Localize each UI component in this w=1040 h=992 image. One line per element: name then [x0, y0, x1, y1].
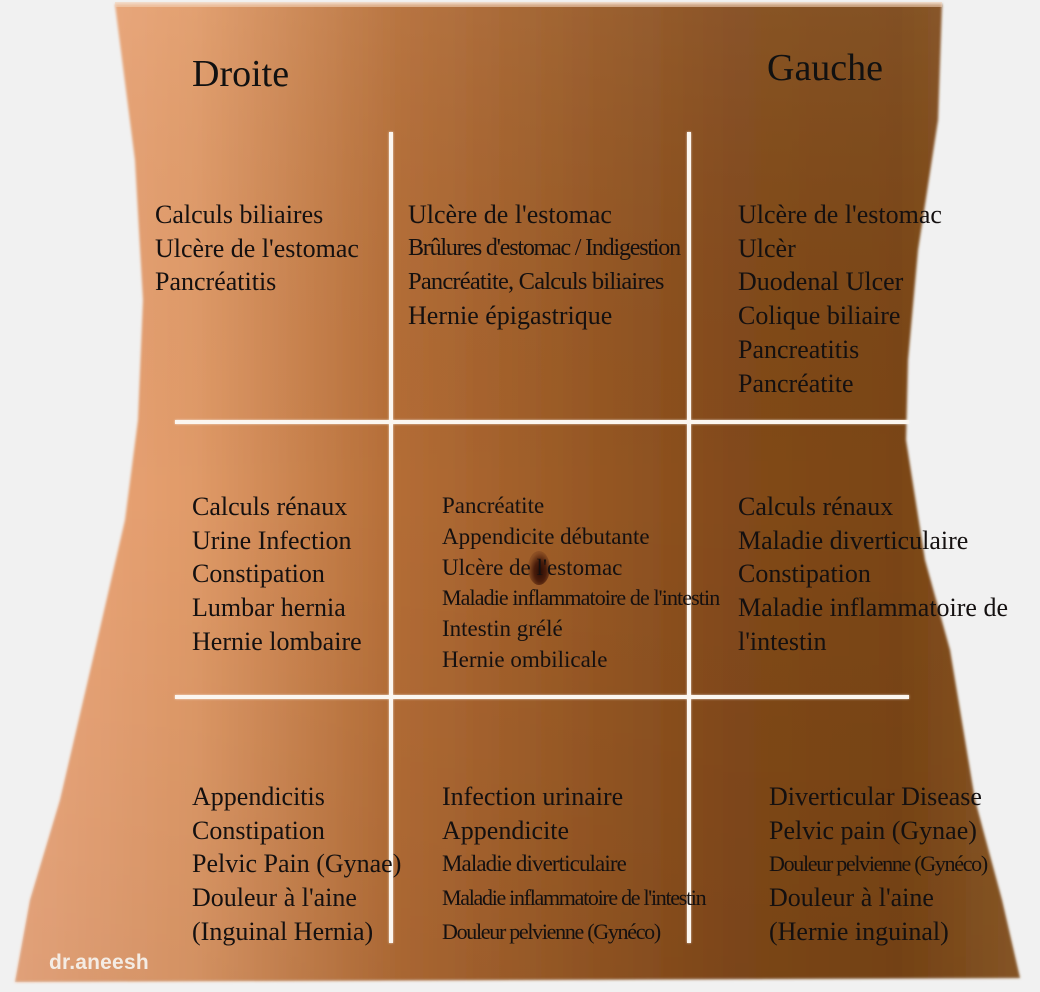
condition-label: Calculs rénaux [192, 492, 348, 521]
condition-label: Pancréatite, Calculs biliaires [408, 268, 664, 296]
condition-label: Douleur pelvienne (Gynéco) [442, 918, 661, 944]
condition-label: Hernie ombilicale [442, 646, 608, 672]
condition-label: Ulcèr [738, 233, 796, 263]
condition-label: Constipation [192, 815, 325, 845]
condition-label: Intestin grélé [442, 616, 563, 642]
condition-label: Appendicite débutante [442, 523, 650, 549]
side-label-right: Droite [192, 53, 290, 95]
condition-label: Calculs biliaires [155, 200, 324, 229]
condition-label: Pancreatitis [738, 334, 860, 364]
region-umbilical: Pancréatite Appendicite débutante Ulcère… [442, 491, 720, 676]
grid-line-horizontal-bottom [175, 695, 909, 699]
condition-label: Maladie inflammatoire de l'intestin [442, 885, 707, 911]
condition-label: Urine Infection [192, 525, 352, 555]
region-epigastric: Ulcère de l'estomac Brûlures d'estomac /… [408, 198, 681, 333]
side-label-left: Gauche [767, 47, 884, 89]
grid-line-horizontal-top [175, 420, 909, 424]
grid-line-vertical-right [687, 132, 691, 943]
condition-label: Appendicitis [192, 782, 325, 811]
condition-label: Douleur à l'aine [769, 883, 934, 913]
condition-label: (Inguinal Hernia) [192, 916, 374, 946]
condition-label: Maladie diverticulaire [738, 525, 969, 555]
condition-label: Constipation [192, 559, 325, 589]
region-hypogastric: Infection urinaire Appendicite Maladie d… [442, 780, 707, 949]
condition-label: Maladie inflammatoire de l'intestin [442, 585, 720, 611]
condition-label: Constipation [738, 559, 871, 589]
condition-label: Hernie épigastrique [408, 301, 613, 331]
condition-label: Duodenal Ulcer [738, 267, 904, 297]
region-left-lumbar: Calculs rénaux Maladie diverticulaire Co… [738, 490, 1008, 659]
grid-line-vertical-left [389, 132, 393, 943]
condition-label: Ulcère de l'estomac [408, 200, 612, 229]
condition-label: Ulcère de l'estomac [442, 554, 623, 580]
condition-label: Diverticular Disease [769, 782, 982, 811]
watermark: dr.aneesh [49, 951, 149, 974]
condition-label: Ulcère de l'estomac [155, 233, 359, 263]
navel [528, 551, 550, 585]
condition-label: Pancréatitis [155, 267, 277, 297]
condition-label: (Hernie inguinal) [769, 916, 949, 946]
region-left-iliac: Diverticular Disease Pelvic pain (Gynae)… [769, 780, 988, 949]
region-left-hypochondriac: Ulcère de l'estomac Ulcèr Duodenal Ulcer… [738, 198, 942, 400]
condition-label: Douleur pelvienne (Gynéco) [769, 851, 988, 877]
condition-label: Pancréatite [442, 493, 545, 518]
condition-label: Pancréatite [738, 368, 854, 398]
region-right-lumbar: Calculs rénaux Urine Infection Constipat… [192, 490, 362, 659]
condition-label: Maladie diverticulaire [442, 851, 627, 877]
condition-label: Pelvic pain (Gynae) [769, 815, 977, 845]
condition-label: Colique biliaire [738, 301, 901, 331]
condition-label: l'intestin [738, 626, 827, 656]
region-right-hypochondriac: Calculs biliaires Ulcère de l'estomac Pa… [155, 198, 359, 299]
condition-label: Ulcère de l'estomac [738, 200, 942, 229]
condition-label: Maladie inflammatoire de [738, 593, 1009, 623]
condition-label: Lumbar hernia [192, 593, 346, 623]
condition-label: Infection urinaire [442, 782, 624, 811]
condition-label: Calculs rénaux [738, 492, 894, 521]
condition-label: Douleur à l'aine [192, 883, 357, 913]
condition-label: Brûlures d'estomac / Indigestion [408, 234, 681, 261]
condition-label: Appendicite [442, 815, 570, 845]
condition-label: Hernie lombaire [192, 626, 362, 656]
condition-label: Pelvic Pain (Gynae) [192, 849, 402, 879]
region-right-iliac: Appendicitis Constipation Pelvic Pain (G… [192, 780, 401, 949]
